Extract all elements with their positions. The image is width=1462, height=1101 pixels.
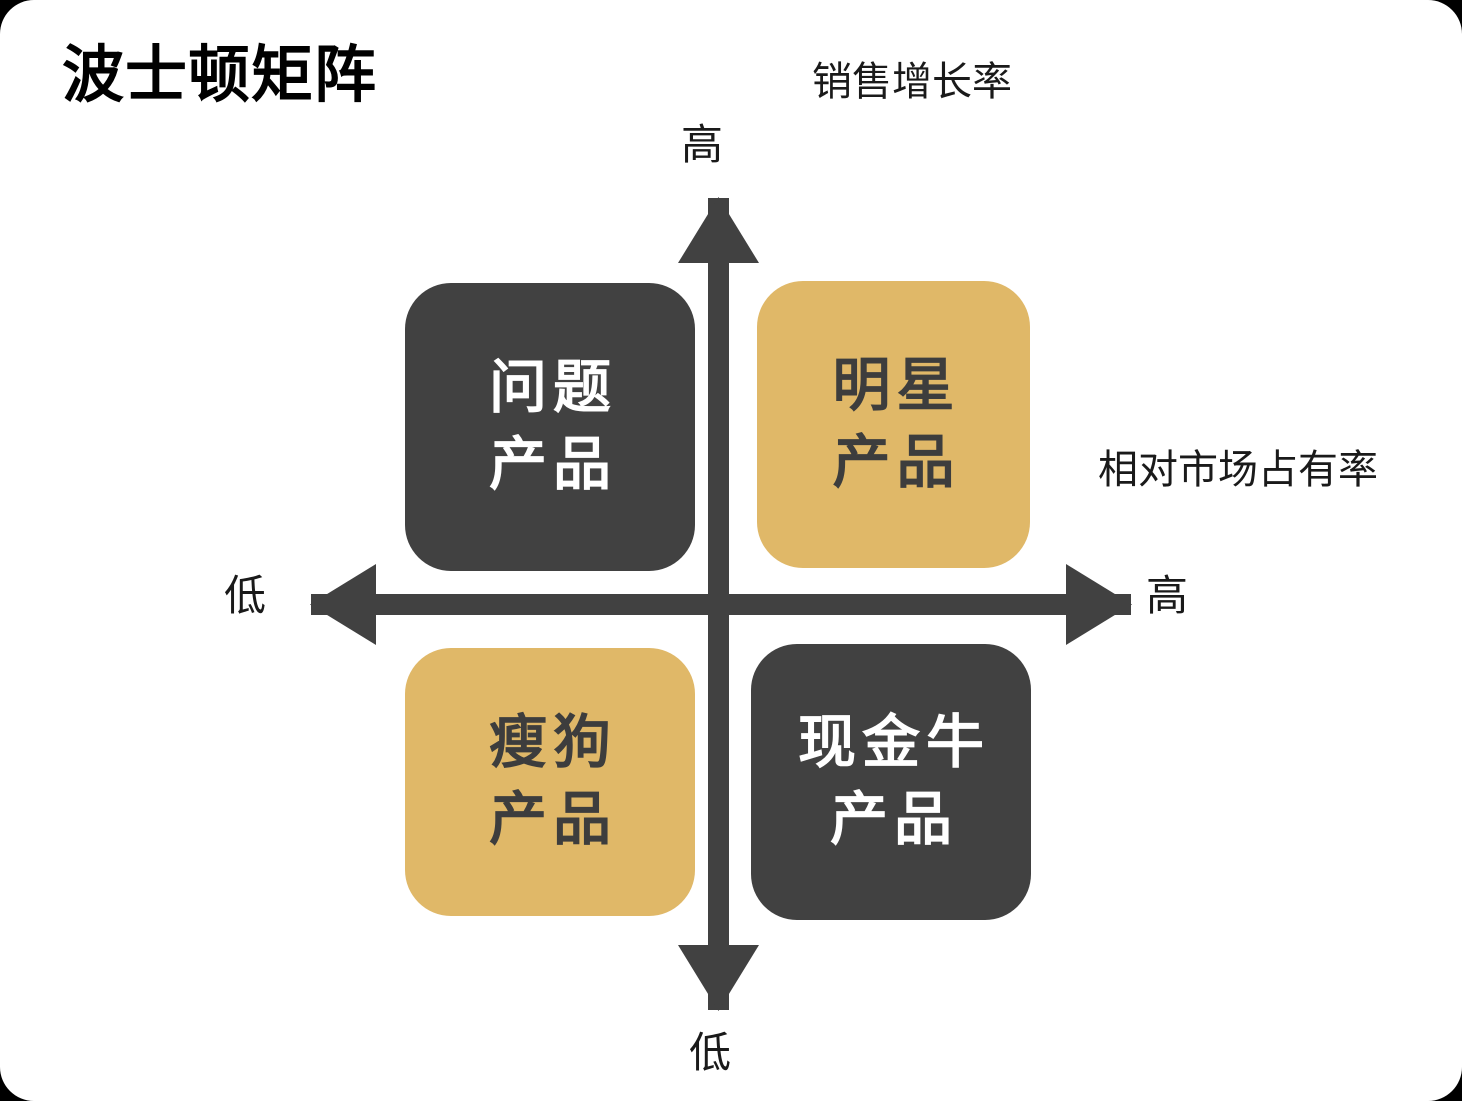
y-axis-label: 销售增长率	[812, 60, 1012, 104]
quadrant-label-line1: 明星	[832, 352, 961, 418]
x-axis-label: 相对市场占有率	[1098, 448, 1378, 492]
quadrant-cash-cow[interactable]: 现金牛 产品	[751, 644, 1031, 920]
horizontal-axis-arrow	[310, 564, 1132, 645]
quadrant-dog[interactable]: 瘦狗 产品	[405, 648, 695, 916]
x-axis-high-tick: 高	[1146, 572, 1189, 619]
quadrant-label-line1: 现金牛	[797, 710, 990, 776]
quadrant-label-line2: 产品	[832, 429, 961, 495]
quadrant-label-line2: 产品	[829, 787, 958, 852]
page-title: 波士顿矩阵	[62, 41, 378, 110]
quadrant-label-line2: 产品	[488, 787, 617, 852]
quadrant-star[interactable]: 明星 产品	[757, 281, 1030, 568]
quadrant-label-line1: 问题	[488, 355, 617, 421]
y-axis-low-tick: 低	[689, 1029, 732, 1076]
quadrant-label-line2: 产品	[488, 432, 617, 497]
quadrant-question-mark[interactable]: 问题 产品	[405, 283, 695, 571]
quadrant-label-line1: 瘦狗	[488, 710, 617, 776]
x-axis-low-tick: 低	[224, 572, 267, 619]
y-axis-high-tick: 高	[681, 121, 724, 168]
